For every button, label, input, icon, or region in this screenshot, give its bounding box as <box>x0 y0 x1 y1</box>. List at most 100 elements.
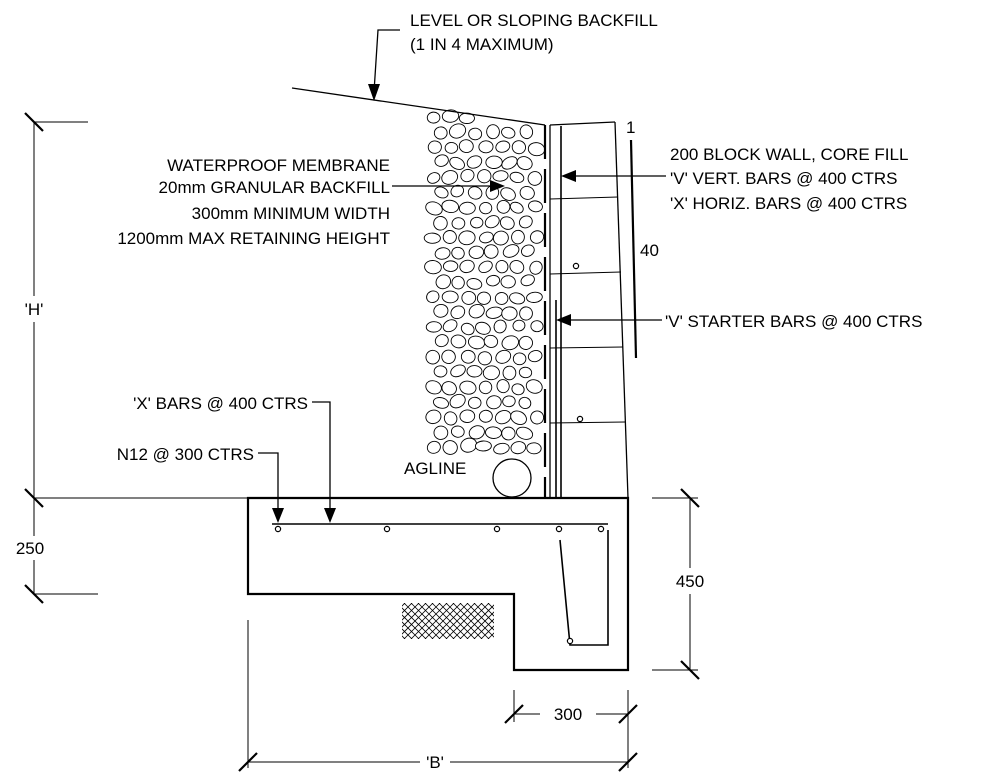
backfill-rock <box>509 201 524 214</box>
hatch-line <box>516 603 552 639</box>
backfill-rock <box>459 380 477 395</box>
backfill-rock <box>502 395 516 408</box>
backfill-rock <box>449 393 466 409</box>
backfill-rock <box>512 352 527 366</box>
backfill-rock <box>501 426 516 441</box>
backfill-rock <box>511 383 525 396</box>
hatch-line <box>480 625 494 639</box>
backfill-rock <box>478 140 494 154</box>
backfill-rock <box>442 260 459 272</box>
backfill-rock <box>495 260 509 274</box>
hatch-line <box>424 603 462 639</box>
backfill-rock <box>483 244 499 259</box>
backfill-rock <box>516 156 533 171</box>
backfill-rock <box>425 349 441 365</box>
backfill-rock <box>467 396 482 409</box>
backfill-rock <box>441 349 456 364</box>
backfill-rock <box>460 168 475 183</box>
backfill-rock <box>442 230 457 244</box>
hatch-line <box>438 603 476 639</box>
backfill-rock <box>433 425 449 440</box>
backfill-rock <box>441 170 459 185</box>
backfill-rock <box>509 260 525 274</box>
backfill-rock <box>451 275 465 290</box>
backfill-rock <box>470 216 484 229</box>
wall-label-2: 'V' VERT. BARS @ 400 CTRS <box>670 169 898 188</box>
backfill-rock <box>479 201 493 215</box>
hatch-line <box>523 603 559 639</box>
backfill-rock <box>468 425 485 440</box>
compacted-ground-hatch <box>402 603 566 639</box>
backfill-rock <box>442 440 458 455</box>
backfill-rock <box>424 260 442 275</box>
backfill-rock <box>478 380 493 395</box>
backfill-rock <box>460 437 478 453</box>
backfill-rock <box>450 364 466 378</box>
backfill-rock <box>509 171 525 184</box>
wall-leader <box>561 170 666 182</box>
backfill-rock <box>516 426 534 440</box>
backfill-rock <box>525 379 543 394</box>
backfill-rock <box>426 290 440 304</box>
backfill-rock <box>478 260 493 274</box>
backfill-rock <box>477 351 493 366</box>
backfill-rock <box>426 111 441 124</box>
hatch-line <box>402 628 413 639</box>
backfill-rock <box>434 334 449 348</box>
backfill-rock <box>434 154 449 167</box>
hatch-line <box>452 603 490 639</box>
hatch-line <box>445 603 483 639</box>
backfill-rock <box>459 409 476 423</box>
backfill-rock <box>521 244 535 257</box>
backfill-rock <box>493 442 510 455</box>
backfill-rock <box>458 201 476 215</box>
backfill-rock <box>493 319 507 334</box>
wall-reinforcement <box>555 126 584 498</box>
backfill-rock <box>443 411 458 426</box>
backfill-rock <box>476 291 492 305</box>
wall-label-1: 200 BLOCK WALL, CORE FILL <box>670 145 908 164</box>
membrane-label-2: 20mm GRANULAR BACKFILL <box>159 178 390 197</box>
footing-outline <box>246 496 630 672</box>
hatch-line <box>516 603 552 639</box>
membrane-label-3: 300mm MINIMUM WIDTH <box>192 204 390 223</box>
n12-label: N12 @ 300 CTRS <box>117 445 254 464</box>
x-bars-label: 'X' BARS @ 400 CTRS <box>133 394 308 413</box>
footing-reinforcement <box>272 523 609 646</box>
backfill-rock <box>526 291 543 303</box>
backfill-rock <box>518 366 533 379</box>
backfill-rock <box>435 274 452 290</box>
hatch-line <box>480 603 494 617</box>
backfill-label-1: LEVEL OR SLOPING BACKFILL <box>410 11 658 30</box>
backfill-rock <box>442 319 458 333</box>
key-width-label: 300 <box>554 705 582 724</box>
backfill-rock <box>501 306 518 321</box>
starter-bars-label: 'V' STARTER BARS @ 400 CTRS <box>665 312 922 331</box>
backfill-rock <box>496 200 511 214</box>
backfill-rock <box>475 321 491 335</box>
backfill-rock <box>441 199 460 214</box>
wall-label-3: 'X' HORIZ. BARS @ 400 CTRS <box>670 194 907 213</box>
agline-pipe <box>492 458 532 498</box>
backfill-rock <box>530 320 544 333</box>
backfill-rock <box>495 349 512 364</box>
backfill-rock <box>450 425 465 438</box>
backfill-rock <box>450 334 467 349</box>
backfill-rock <box>526 442 542 455</box>
backfill-rock <box>433 365 448 378</box>
hatch-line <box>473 618 494 639</box>
backfill-rock <box>460 322 475 336</box>
backfill-rock <box>528 200 543 213</box>
footing-depth-label: 450 <box>676 572 704 591</box>
backfill-rock <box>479 231 494 244</box>
backfill-rock <box>499 216 515 230</box>
backfill-rock <box>441 109 460 123</box>
backfill-rock <box>423 232 441 244</box>
backfill-rock <box>518 396 532 410</box>
backfill-slope-line <box>291 87 546 126</box>
slab-thickness-label: 250 <box>16 539 44 558</box>
hatch-line <box>530 603 566 639</box>
membrane-label-1: WATERPROOF MEMBRANE <box>167 156 390 175</box>
backfill-rock <box>501 126 516 139</box>
backfill-rock <box>519 186 535 200</box>
